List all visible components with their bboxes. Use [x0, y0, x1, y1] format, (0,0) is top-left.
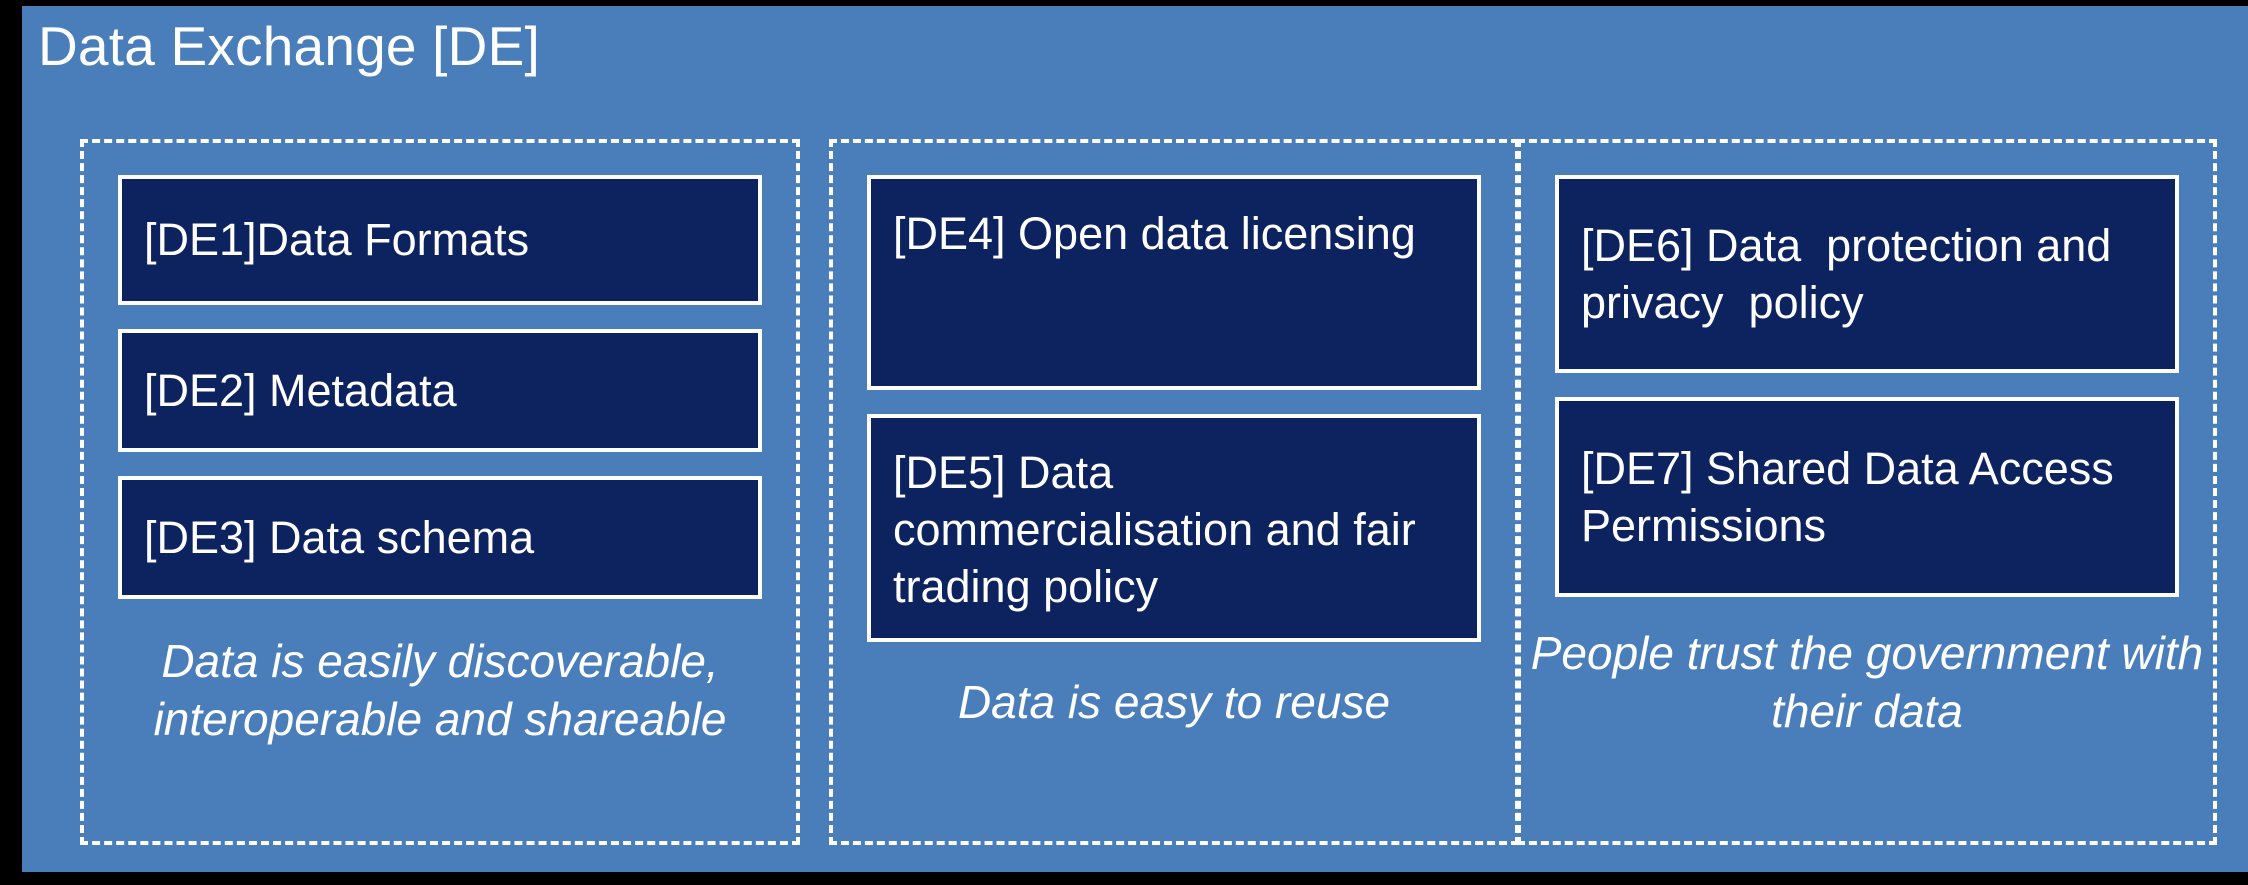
capability-card-de6[interactable]: [DE6] Data protection and privacy policy: [1555, 175, 2179, 373]
capability-group-discoverability: [DE1]Data Formats [DE2] Metadata [DE3] D…: [80, 139, 800, 845]
capability-card-de1[interactable]: [DE1]Data Formats: [118, 175, 762, 305]
page-title: Data Exchange [DE]: [38, 15, 540, 77]
group-caption-text: People trust the government with their d…: [1530, 627, 2204, 737]
group-caption-text: Data is easy to reuse: [957, 676, 1391, 728]
capability-card-de3[interactable]: [DE3] Data schema: [118, 476, 762, 599]
card-stack: [DE4] Open data licensing [DE5] Data com…: [833, 143, 1515, 666]
card-stack: [DE6] Data protection and privacy policy…: [1521, 143, 2213, 621]
capability-card-de2[interactable]: [DE2] Metadata: [118, 329, 762, 452]
capability-group-reuse: [DE4] Open data licensing [DE5] Data com…: [829, 139, 1519, 845]
capability-card-de7[interactable]: [DE7] Shared Data Access Permissions: [1555, 397, 2179, 597]
capability-card-de5[interactable]: [DE5] Data commercialisation and fair tr…: [867, 414, 1481, 642]
capability-group-trust: [DE6] Data protection and privacy policy…: [1517, 139, 2217, 845]
capability-card-de4[interactable]: [DE4] Open data licensing: [867, 175, 1481, 390]
group-caption-trust: People trust the government with their d…: [1507, 621, 2227, 841]
group-caption-text: Data is easily discoverable, interoperab…: [153, 635, 727, 745]
slide-canvas: Data Exchange [DE] [DE1]Data Formats [DE…: [22, 6, 2248, 872]
card-stack: [DE1]Data Formats [DE2] Metadata [DE3] D…: [84, 143, 796, 623]
group-caption-reuse: Data is easy to reuse: [833, 666, 1515, 841]
capability-columns: [DE1]Data Formats [DE2] Metadata [DE3] D…: [22, 6, 2248, 872]
group-caption-discoverability: Data is easily discoverable, interoperab…: [84, 623, 796, 841]
